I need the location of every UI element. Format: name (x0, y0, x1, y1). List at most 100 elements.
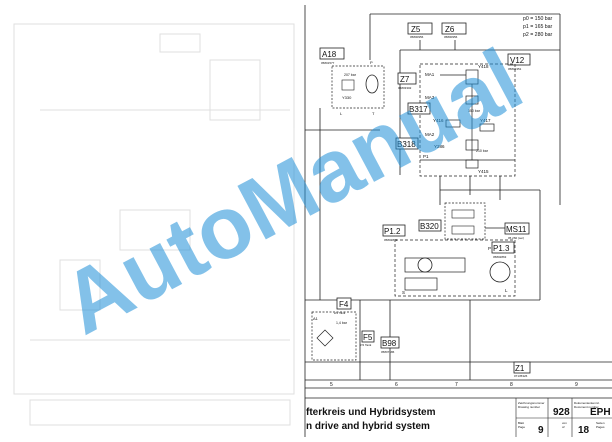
valve-symbols (420, 69, 515, 169)
document-code: EPH (590, 407, 611, 418)
svg-text:P1.3: P1.3 (493, 244, 510, 253)
svg-text:Y415: Y415 (478, 169, 489, 174)
svg-text:Z7: Z7 (400, 75, 410, 84)
frame (304, 5, 612, 437)
drawing-number: 928 (553, 407, 570, 418)
svg-text:7: 7 (455, 382, 458, 388)
svg-text:Z6: Z6 (445, 25, 455, 34)
component-z5: Z5 05800956 (407, 22, 433, 39)
component-z1: Z1 07135326 (513, 361, 531, 378)
accumulator-icon (365, 74, 379, 94)
svg-text:1,4 bar: 1,4 bar (336, 321, 348, 325)
svg-text:B317: B317 (409, 105, 428, 114)
valve-labels: MA1 Y418 MA3 350 bar Y416 Y417 MA2 Y286 … (423, 64, 491, 174)
svg-text:MA3: MA3 (425, 95, 435, 100)
svg-text:05802871: 05802871 (384, 238, 398, 242)
component-z7: Z7 05803302 (397, 72, 417, 90)
svg-text:210 bar: 210 bar (476, 149, 489, 153)
title-block: fterkreis und Hybridsystem n drive and h… (306, 398, 612, 437)
title-english: n drive and hybrid system (306, 421, 430, 432)
svg-text:V12: V12 (510, 56, 525, 65)
svg-text:05801577: 05801577 (321, 61, 335, 65)
svg-text:05 260 (ser): 05 260 (ser) (508, 236, 524, 240)
svg-text:05807186: 05807186 (381, 350, 395, 354)
svg-text:Dokumentenkennz.: Dokumentenkennz. (574, 401, 600, 405)
component-p1-3: P1.3 05802863 (491, 241, 515, 259)
svg-text:B98: B98 (382, 339, 397, 348)
svg-text:L: L (505, 288, 508, 293)
svg-text:MA1: MA1 (425, 72, 435, 77)
pump-icon (417, 257, 433, 273)
svg-text:Drawing number: Drawing number (518, 405, 540, 409)
svg-text:Y417: Y417 (480, 118, 491, 123)
svg-text:P1: P1 (423, 154, 429, 159)
svg-text:B318: B318 (397, 140, 416, 149)
svg-text:6: 6 (395, 382, 398, 388)
drawing-number-label: Zeichnungsnummer (518, 401, 545, 405)
component-f4: F4 2/2 Tank A1 1,4 bar (311, 297, 357, 361)
filter-icon (316, 329, 334, 347)
svg-text:Page: Page (518, 425, 525, 429)
svg-text:Z1: Z1 (515, 364, 525, 373)
svg-text:F5: F5 (363, 333, 373, 342)
svg-text:05803302: 05803302 (398, 86, 412, 90)
svg-text:B320: B320 (420, 222, 439, 231)
svg-text:Blatt: Blatt (518, 421, 524, 425)
component-a18: A18 05801577 207 bar Y330 P T L (305, 47, 385, 300)
component-z6: Z6 05800956 (441, 22, 467, 39)
top-lines (369, 13, 561, 205)
svg-text:A18: A18 (322, 50, 337, 59)
svg-text:von: von (562, 421, 567, 425)
svg-text:Z5: Z5 (411, 25, 421, 34)
svg-text:of: of (562, 425, 565, 429)
faded-left-page (13, 23, 295, 426)
svg-text:Y416: Y416 (433, 118, 444, 123)
svg-text:A1: A1 (313, 316, 319, 321)
pressure-p2: p2 = 280 bar (523, 32, 553, 38)
pressure-p0: p0 = 150 bar (523, 16, 553, 22)
svg-text:Document number: Document number (574, 405, 599, 409)
svg-text:5: 5 (330, 382, 333, 388)
svg-text:T: T (372, 111, 375, 116)
component-b317: B317 (407, 102, 431, 115)
component-f5: F5 7/2 Tank (360, 330, 375, 347)
svg-text:07135326: 07135326 (514, 374, 528, 378)
watermark: AutoManual (46, 29, 537, 353)
component-v12: V12 05803351 (419, 53, 531, 177)
svg-text:S: S (402, 290, 405, 295)
svg-text:05802863: 05802863 (493, 255, 507, 259)
component-b318: B318 (395, 137, 419, 150)
svg-text:P: P (370, 60, 373, 65)
component-b98: B98 05807186 (380, 336, 400, 354)
svg-text:P: P (488, 246, 491, 251)
svg-text:8: 8 (510, 382, 513, 388)
svg-text:MS11: MS11 (506, 225, 527, 234)
svg-text:Y286: Y286 (434, 144, 445, 149)
title-german: fterkreis und Hybridsystem (306, 407, 436, 418)
svg-text:9: 9 (575, 382, 578, 388)
motor-pump-icon (489, 261, 511, 283)
svg-text:350 bar: 350 bar (468, 109, 481, 113)
svg-text:Y418: Y418 (478, 64, 489, 69)
pressure-legend: p0 = 150 bar p1 = 165 bar p2 = 280 bar (523, 16, 553, 38)
svg-text:Seiten: Seiten (596, 421, 605, 425)
svg-text:207 bar: 207 bar (344, 73, 357, 77)
pressure-p1: p1 = 165 bar (523, 24, 553, 30)
sheet-number: 9 (538, 425, 544, 436)
svg-text:Pages: Pages (596, 425, 605, 429)
svg-text:F4: F4 (339, 300, 349, 309)
svg-text:7/2 Tank: 7/2 Tank (360, 343, 372, 347)
svg-text:05800956: 05800956 (444, 35, 458, 39)
component-b320: B320 (418, 202, 486, 240)
grid-numbers: 5 6 7 8 9 (330, 382, 578, 388)
svg-text:Y330: Y330 (342, 95, 352, 100)
component-ms11: MS11 05 260 (ser) (485, 222, 530, 240)
svg-text:L: L (340, 111, 343, 116)
svg-text:P1.2: P1.2 (384, 227, 401, 236)
svg-text:MA2: MA2 (425, 132, 435, 137)
total-sheets: 18 (578, 425, 590, 436)
component-p1-2: P1.2 05802871 P S L (382, 224, 516, 297)
svg-text:2/2 Tank: 2/2 Tank (334, 311, 346, 315)
